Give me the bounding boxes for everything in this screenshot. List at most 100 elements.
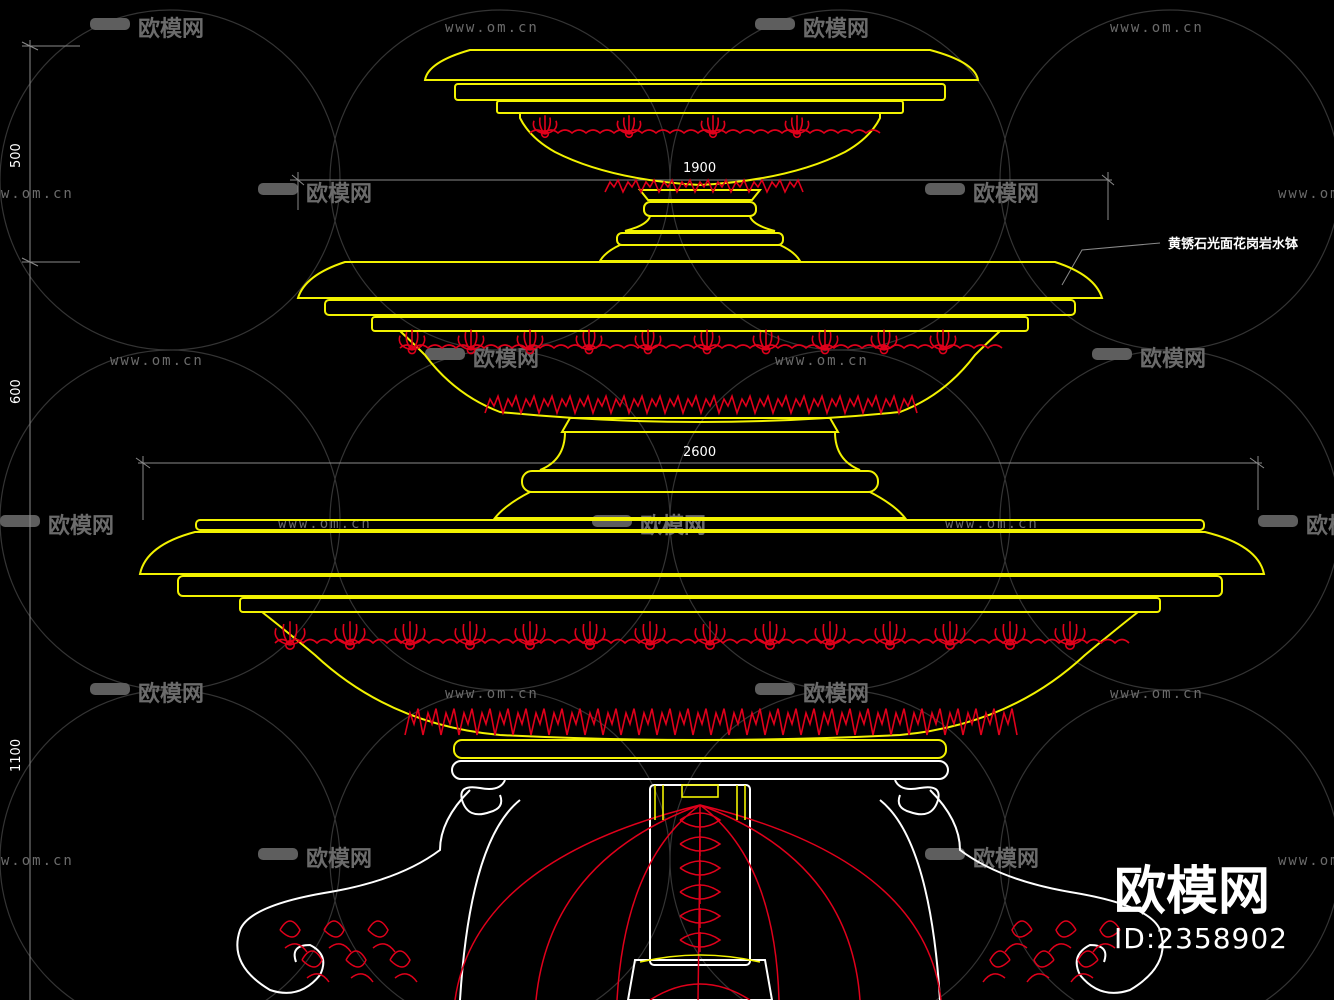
palmette-motif [814, 621, 846, 646]
watermark-url-text: www.om.cn [445, 686, 539, 702]
pedestal-rib [535, 804, 701, 1000]
acanthus-right [982, 950, 1011, 983]
brand-watermark: 欧模网 ID:2358902 [1114, 862, 1288, 956]
palmette-base [624, 129, 634, 139]
pedestal-rib [616, 804, 701, 1000]
palmette-motif [700, 115, 726, 135]
watermark-url-text: www.om.cn [0, 853, 74, 869]
dim-width-middle: 1900 [683, 161, 716, 176]
palmette-base [764, 639, 775, 650]
palmette-base [404, 639, 415, 650]
palmette-motif [784, 115, 810, 135]
watermark-url-text: www.om.cn [1278, 186, 1334, 202]
top-bowl-ornament [529, 115, 881, 194]
brand-name: 欧模网 [1114, 862, 1271, 922]
palmette-motif [454, 621, 486, 646]
watermark-logo-text: 欧模网 [973, 846, 1039, 872]
bottom-bowl [138, 519, 1266, 759]
acanthus-right [1092, 920, 1121, 953]
palmette-base [464, 639, 475, 650]
acanthus-left [301, 950, 330, 983]
palmette-base [584, 639, 595, 650]
palmette-base [284, 639, 295, 650]
acanthus-right [1004, 920, 1033, 953]
middle-bowl-ornament [398, 329, 1003, 416]
bottom-bowl-ornament [274, 621, 1130, 736]
palmette-motif [1054, 621, 1086, 646]
palmette-motif [634, 621, 666, 646]
watermark-logo-text: 欧模网 [138, 16, 204, 42]
watermark-logo-text: 欧模网 [1140, 346, 1206, 372]
dim-height-top: 500 [9, 143, 24, 168]
column-ornament [679, 884, 722, 904]
watermark-logo-text: 欧模网 [48, 513, 114, 539]
watermark-logo-icon [90, 18, 130, 30]
palmette-base [792, 129, 802, 139]
watermark-logo-icon [425, 348, 465, 360]
watermark-logo-text: 欧模网 [973, 181, 1039, 207]
palmette-base [540, 129, 550, 139]
palmette-motif [532, 115, 558, 135]
material-note: 黄锈石光面花岗岩水钵 [1168, 236, 1299, 252]
palmette-base [708, 129, 718, 139]
dimension-labels: 500 600 1100 1900 2600 [9, 143, 716, 772]
palmette-motif [929, 329, 957, 351]
acanthus-left [389, 950, 418, 983]
palmette-motif [693, 329, 721, 351]
dim-height-middle: 600 [9, 379, 24, 404]
column-ornament [679, 908, 722, 928]
palmette-motif [994, 621, 1026, 646]
palmette-motif [514, 621, 546, 646]
watermark-logo-text: 欧模网 [306, 181, 372, 207]
watermark-logo-icon [258, 183, 298, 195]
palmette-base [584, 345, 594, 355]
pedestal-rib [454, 804, 701, 1000]
palmette-motif [575, 329, 603, 351]
palmette-base [824, 639, 835, 650]
palmette-base [884, 639, 895, 650]
scroll-band [274, 638, 1130, 645]
watermark-logo-icon [90, 683, 130, 695]
acanthus-left [367, 920, 396, 953]
watermark-logo-icon [925, 183, 965, 195]
palmette-motif [398, 329, 426, 351]
palmette-base [1004, 639, 1015, 650]
palmette-base [820, 345, 830, 355]
acanthus-right [1048, 920, 1077, 953]
acanthus-left [323, 920, 352, 953]
palmette-motif [574, 621, 606, 646]
watermark-logo-icon [925, 848, 965, 860]
palmette-motif [634, 329, 662, 351]
acanthus-right [1070, 950, 1099, 983]
watermark-logo-text: 欧模网 [306, 846, 372, 872]
palmette-motif [616, 115, 642, 135]
leaf-band [484, 393, 918, 416]
watermark-logo-icon [1258, 515, 1298, 527]
pedestal-rib [699, 804, 942, 1000]
column-ornament [679, 860, 722, 880]
pedestal-center-column [639, 784, 761, 963]
watermark-url-text: www.om.cn [1110, 20, 1204, 36]
watermark-logo-icon [0, 515, 40, 527]
watermark-logo-text: 欧模网 [640, 513, 706, 539]
watermark-logo-text: 欧模网 [1306, 513, 1334, 539]
watermark-url-text: www.om.cn [110, 353, 204, 369]
palmette-base [344, 639, 355, 650]
watermark-layer: 欧模网欧模网欧模网欧模网欧模网欧模网欧模网欧模网欧模网欧模网欧模网欧模网欧模网w… [0, 16, 1334, 872]
brand-id: ID:2358902 [1114, 922, 1288, 955]
dimension-lines [21, 40, 1265, 1000]
column-ornament [679, 932, 722, 952]
watermark-circles [0, 9, 1334, 1000]
watermark-url-text: www.om.cn [1110, 686, 1204, 702]
watermark-logo-text: 欧模网 [138, 681, 204, 707]
acanthus-right [1026, 950, 1055, 983]
palmette-motif [457, 329, 485, 351]
pedestal-ornament [279, 804, 1121, 1000]
column-ornament [679, 812, 722, 832]
watermark-logo-icon [755, 18, 795, 30]
dim-width-bottom: 2600 [683, 445, 716, 460]
watermark-logo-text: 欧模网 [803, 16, 869, 42]
palmette-motif [870, 329, 898, 351]
palmette-motif [874, 621, 906, 646]
scroll-band [529, 129, 881, 135]
